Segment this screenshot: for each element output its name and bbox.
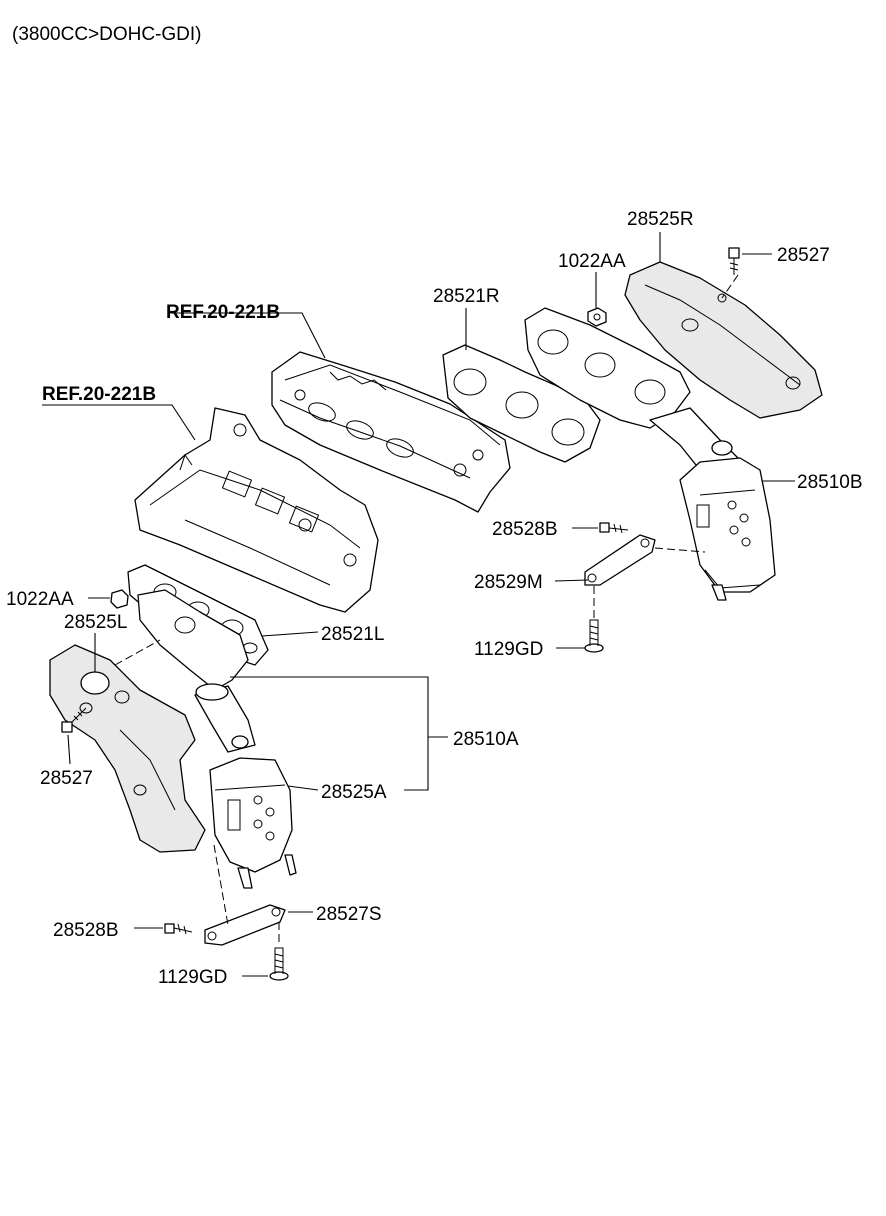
dash-bracket-right xyxy=(654,547,706,553)
label-28528B-right: 28528B xyxy=(492,519,558,540)
leader-ref-left xyxy=(42,404,196,441)
label-28525R: 28525R xyxy=(627,209,694,230)
label-28527S: 28527S xyxy=(316,904,382,925)
label-28521R: 28521R xyxy=(433,286,500,307)
label-28510A: 28510A xyxy=(453,729,519,750)
bolt-bracket-left-icon xyxy=(164,923,193,935)
leader-28521L xyxy=(261,631,319,637)
bolt-left-icon xyxy=(61,707,87,733)
label-1129GD-right: 1129GD xyxy=(474,639,543,660)
dash-bolt-right xyxy=(721,274,739,299)
gasket-right xyxy=(442,344,601,463)
bracket-right xyxy=(584,534,656,586)
label-28528B-left: 28528B xyxy=(53,920,119,941)
dash-bracket-left xyxy=(213,844,229,926)
leader-28525A xyxy=(287,785,319,791)
label-1129GD-left: 1129GD xyxy=(158,967,227,988)
ref-label-right: REF.20-221B xyxy=(166,302,280,323)
bolt-bracket-right-icon xyxy=(599,522,629,534)
label-28527-right: 28527 xyxy=(777,245,830,266)
leader-28529M xyxy=(554,579,589,582)
bolt-flange-left-icon xyxy=(269,947,289,981)
label-1022AA-right: 1022AA xyxy=(558,251,626,272)
bracket-left xyxy=(204,904,286,946)
manifold-catalyst-left xyxy=(137,589,297,889)
heat-protector-right xyxy=(624,261,823,419)
ref-label-left: REF.20-221B xyxy=(42,384,156,405)
label-28527-left: 28527 xyxy=(40,768,93,789)
label-28529M: 28529M xyxy=(474,572,543,593)
label-28525L: 28525L xyxy=(64,612,127,633)
bolt-right-icon xyxy=(728,247,740,275)
engine-spec-header: (3800CC>DOHC-GDI) xyxy=(12,24,202,45)
leader-28527-left xyxy=(67,734,71,765)
dash-left-protector xyxy=(114,639,161,666)
label-1022AA-left: 1022AA xyxy=(6,589,74,610)
nut-right-icon xyxy=(587,307,607,327)
manifold-catalyst-right xyxy=(524,307,776,601)
label-28525A: 28525A xyxy=(321,782,387,803)
nut-left-icon xyxy=(110,589,129,609)
bolt-flange-right-icon xyxy=(584,619,604,653)
right-cylinder-head xyxy=(271,351,511,513)
leader-28510A xyxy=(230,676,448,791)
label-28521L: 28521L xyxy=(321,624,384,645)
leader-ref-right xyxy=(168,312,326,359)
heat-protector-left xyxy=(49,644,206,853)
left-cylinder-head xyxy=(134,407,379,613)
label-28510B: 28510B xyxy=(797,472,863,493)
